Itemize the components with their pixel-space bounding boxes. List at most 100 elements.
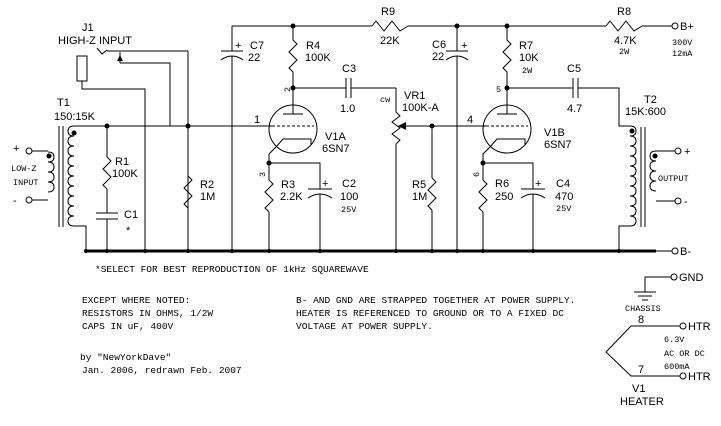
- low-z-label-1: LOW-Z: [11, 164, 37, 174]
- r4-value: 100K: [305, 52, 331, 64]
- pin-3-label: 3: [258, 172, 268, 177]
- r7-rating: 2W: [522, 66, 533, 76]
- heater-voltage: 6.3V: [664, 335, 685, 345]
- note-supply-3: VOLTAGE AT POWER SUPPLY.: [296, 321, 433, 332]
- bminus-label: B-: [680, 246, 691, 258]
- in-plus-terminal[interactable]: [25, 147, 33, 155]
- r2-ref: R2: [200, 179, 214, 191]
- htr2-label: HTR: [688, 371, 711, 383]
- in-minus-terminal[interactable]: [25, 196, 33, 204]
- r7-ref: R7: [519, 40, 533, 52]
- r2-value: 1M: [200, 191, 215, 203]
- junction-r2-gnd: [186, 249, 190, 253]
- c2-wire-top: [269, 162, 321, 189]
- c2-value: 100: [340, 191, 358, 203]
- pin-6-label: 6: [472, 172, 482, 177]
- j1-switch-wire: [120, 62, 171, 126]
- r3-ref: R3: [281, 179, 295, 191]
- author: by "NewYorkDave": [80, 352, 171, 363]
- junction-t2-gnd: [617, 249, 621, 253]
- in-plus-label: +: [13, 143, 19, 155]
- low-z-label-2: INPUT: [13, 178, 39, 188]
- bplus-terminal[interactable]: [671, 22, 679, 30]
- r5-value: 1M: [412, 191, 427, 203]
- r8-ref: R8: [617, 6, 631, 18]
- r7-resistor: [502, 39, 512, 73]
- r6-value: 250: [495, 191, 513, 203]
- note-supply-2: HEATER IS REFERENCED TO GROUND OR TO A F…: [296, 308, 564, 319]
- out-plus-terminal[interactable]: [674, 147, 682, 155]
- c4-plus: +: [535, 178, 541, 190]
- r8-resistor: [605, 20, 643, 32]
- htr2-terminal[interactable]: [679, 372, 687, 380]
- v1b-cathode-wire: [482, 146, 491, 163]
- gnd-label: GND: [679, 272, 704, 284]
- c4-rating: 25V: [556, 204, 572, 214]
- v1a-ref: V1A: [325, 131, 346, 143]
- c4-ref: C4: [556, 178, 570, 190]
- c6-ref: C6: [432, 39, 446, 51]
- j1-ref: J1: [82, 22, 94, 34]
- r1-resistor: [102, 156, 112, 190]
- junction-c6-gnd: [455, 249, 459, 253]
- c4-value: 470: [555, 191, 573, 203]
- t2-ref: T2: [644, 94, 657, 106]
- vr1-potentiometer[interactable]: [391, 111, 401, 145]
- in-minus-label: -: [13, 195, 17, 207]
- c5-wire-right: [578, 87, 630, 127]
- pin-1-label: 1: [254, 114, 260, 126]
- r6-resistor: [478, 179, 488, 213]
- t1-transformer: [46, 125, 77, 227]
- r9-ref: R9: [381, 6, 395, 18]
- c2-ref: C2: [342, 178, 356, 190]
- r1-ref: R1: [115, 156, 129, 168]
- heater-ref: V1: [632, 383, 645, 395]
- r9-resistor: [371, 20, 409, 32]
- r4-resistor: [288, 39, 298, 73]
- bminus-terminal[interactable]: [671, 247, 679, 255]
- r7-value: 10K: [519, 52, 539, 64]
- junction-c1-gnd: [105, 249, 109, 253]
- out-minus-label: -: [684, 196, 688, 208]
- note-general-3: CAPS IN uF, 400V: [82, 321, 174, 332]
- bplus-voltage: 300V: [672, 38, 693, 48]
- note-supply-1: B- AND GND ARE STRAPPED TOGETHER AT POWE…: [296, 295, 575, 306]
- v1b-ref: V1B: [544, 127, 565, 139]
- heater-current: 600mA: [664, 362, 690, 372]
- c3-ref: C3: [342, 63, 356, 75]
- pin-5-label: 5: [496, 85, 501, 95]
- r3-resistor: [264, 179, 274, 213]
- r3-value: 2.2K: [280, 191, 303, 203]
- chassis-label: CHASSIS: [625, 304, 661, 314]
- c7-plus: +: [235, 40, 241, 52]
- gnd-terminal[interactable]: [670, 273, 678, 281]
- j1-sleeve-wire: [81, 81, 146, 251]
- r8-rating: 2W: [619, 47, 630, 57]
- junction-r6-gnd: [481, 249, 485, 253]
- htr1-terminal[interactable]: [679, 322, 687, 330]
- vr1-ref: VR1: [404, 90, 425, 102]
- note-general-2: RESISTORS IN OHMS, 1/2W: [82, 308, 213, 319]
- c7-value: 22: [248, 52, 260, 64]
- j1-desc: HIGH-Z INPUT: [58, 35, 132, 47]
- vr1-cw: cw: [380, 95, 391, 105]
- note-general-1: EXCEPT WHERE NOTED:: [82, 295, 190, 306]
- r8-value: 4.7K: [614, 35, 637, 47]
- j1-jack-body[interactable]: [76, 55, 88, 82]
- t2-transformer: [629, 125, 658, 227]
- junction-vr1-gnd: [394, 249, 398, 253]
- v1b-type: 6SN7: [544, 139, 572, 151]
- t1-ref: T1: [57, 97, 70, 109]
- junction-c7-gnd: [230, 249, 234, 253]
- heater-type: AC OR DC: [664, 349, 705, 359]
- heater-wires: [605, 325, 680, 377]
- junction-t1-gnd: [84, 249, 88, 253]
- c5-value: 4.7: [567, 103, 582, 115]
- pin-8-label: 8: [638, 314, 644, 326]
- c6-value: 22: [432, 51, 444, 63]
- c4-wire-top: [483, 162, 534, 189]
- footnote: *SELECT FOR BEST REPRODUCTION OF 1kHz SQ…: [95, 264, 369, 275]
- t1-secondary-bot: [74, 225, 87, 251]
- out-minus-terminal[interactable]: [674, 197, 682, 205]
